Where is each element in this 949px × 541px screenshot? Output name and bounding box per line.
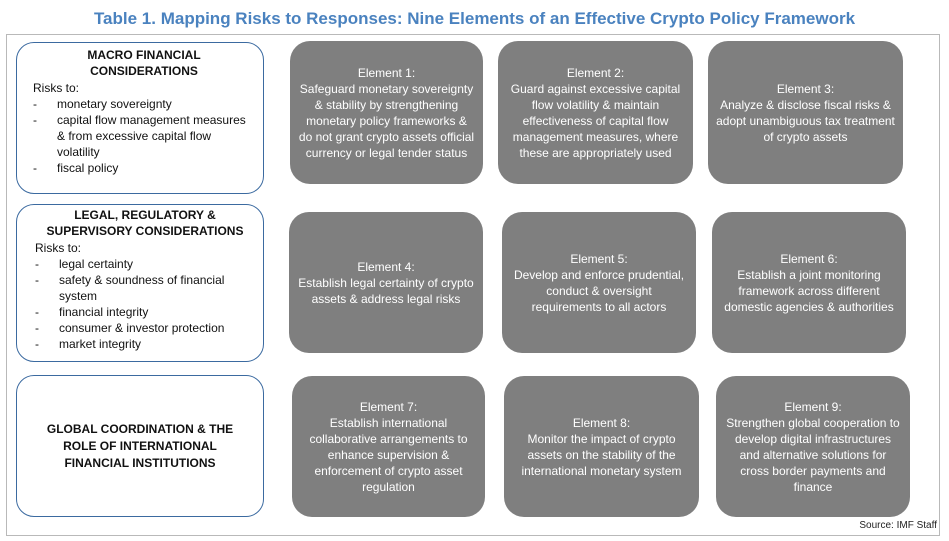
- element-8: Element 8: Monitor the impact of crypto …: [504, 376, 699, 517]
- category-title: LEGAL, REGULATORY & SUPERVISORY CONSIDER…: [46, 208, 244, 238]
- list-item: financial integrity: [35, 304, 255, 320]
- element-title: Element 4:: [357, 259, 415, 274]
- element-title: Element 6:: [780, 251, 838, 266]
- element-2: Element 2: Guard against excessive capit…: [498, 41, 693, 184]
- list-item: capital flow management measures & from …: [33, 112, 255, 160]
- risk-list: legal certainty safety & soundness of fi…: [35, 256, 255, 352]
- element-title: Element 2:: [566, 65, 625, 80]
- list-item: legal certainty: [35, 256, 255, 272]
- source-note: Source: IMF Staff: [859, 520, 937, 531]
- element-text: Strengthen global cooperation to develop…: [726, 415, 900, 494]
- element-text: Analyze & disclose fiscal risks & adopt …: [716, 97, 895, 144]
- table-frame: [6, 34, 940, 536]
- category-macro-financial: MACRO FINANCIAL CONSIDERATIONS Risks to:…: [16, 42, 264, 194]
- risks-label: Risks to:: [33, 81, 80, 95]
- element-text: Monitor the impact of crypto assets on t…: [521, 431, 682, 478]
- element-title: Element 8:: [572, 415, 631, 430]
- element-6: Element 6: Establish a joint monitoring …: [712, 212, 906, 353]
- element-text: Safeguard monetary sovereignty & stabili…: [298, 81, 475, 160]
- element-9: Element 9: Strengthen global cooperation…: [716, 376, 910, 517]
- element-title: Element 1:: [357, 65, 416, 80]
- list-item: consumer & investor protection: [35, 320, 255, 336]
- element-3: Element 3: Analyze & disclose fiscal ris…: [708, 41, 903, 184]
- list-item: safety & soundness of financial system: [35, 272, 255, 304]
- risks-label: Risks to:: [35, 241, 82, 255]
- element-text: Establish international collaborative ar…: [309, 415, 468, 494]
- element-text: Establish a joint monitoring framework a…: [724, 267, 894, 314]
- category-global-coordination: GLOBAL COORDINATION & THE ROLE OF INTERN…: [16, 375, 264, 517]
- element-5: Element 5: Develop and enforce prudentia…: [502, 212, 696, 353]
- element-title: Element 7:: [359, 399, 418, 414]
- list-item: fiscal policy: [33, 160, 255, 176]
- category-title: GLOBAL COORDINATION & THE ROLE OF INTERN…: [46, 421, 234, 470]
- element-text: Guard against excessive capital flow vol…: [510, 81, 681, 160]
- element-text: Develop and enforce prudential, conduct …: [513, 267, 685, 314]
- element-text: Establish legal certainty of crypto asse…: [298, 275, 474, 306]
- table-title: Table 1. Mapping Risks to Responses: Nin…: [93, 9, 856, 28]
- element-title: Element 3:: [776, 81, 835, 96]
- category-title: MACRO FINANCIAL CONSIDERATIONS: [87, 48, 201, 78]
- element-title: Element 9:: [784, 399, 842, 414]
- element-title: Element 5:: [570, 251, 628, 266]
- list-item: monetary sovereignty: [33, 96, 255, 112]
- risk-list: monetary sovereignty capital flow manage…: [33, 96, 255, 176]
- element-7: Element 7: Establish international colla…: [292, 376, 485, 517]
- element-4: Element 4: Establish legal certainty of …: [289, 212, 483, 353]
- element-1: Element 1: Safeguard monetary sovereignt…: [290, 41, 483, 184]
- list-item: market integrity: [35, 336, 255, 352]
- category-legal-regulatory: LEGAL, REGULATORY & SUPERVISORY CONSIDER…: [16, 204, 264, 362]
